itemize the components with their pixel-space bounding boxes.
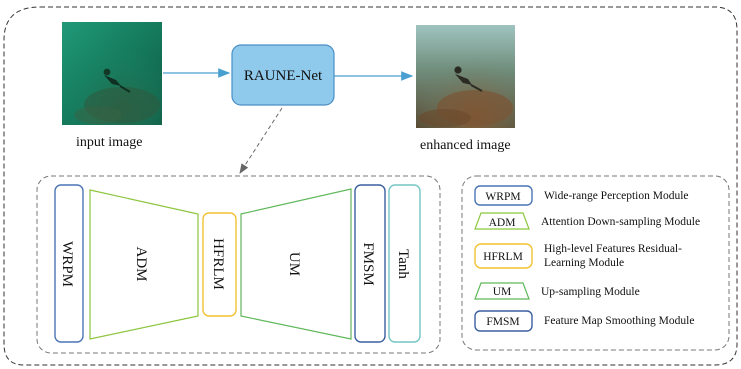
legend-swatch-wrpm xyxy=(474,185,533,206)
legend-swatch-fmsm xyxy=(474,310,533,332)
legend-desc-adm: Attention Down-sampling Module xyxy=(541,216,701,228)
legend-desc-wrpm: Wide-range Perception Module xyxy=(544,190,689,202)
block-um xyxy=(240,188,352,340)
expand-arrow xyxy=(239,107,283,174)
legend-swatch-adm xyxy=(474,212,530,230)
architecture-frame xyxy=(36,175,441,354)
legend-abbr-fmsm: FMSM xyxy=(486,316,519,328)
label-tanh: Tanh xyxy=(395,249,411,279)
legend-abbr-wrpm: WRPM xyxy=(485,191,520,203)
enhanced-image xyxy=(416,25,515,128)
outer-frame xyxy=(3,6,738,366)
label-adm: ADM xyxy=(133,246,149,281)
raune-net-box: RAUNE-Net xyxy=(231,44,335,106)
legend-desc-hfrlm: High-level Features Residual-Learning Mo… xyxy=(544,243,682,269)
label-wrpm: WRPM xyxy=(59,241,75,287)
legend-desc-fmsm: Feature Map Smoothing Module xyxy=(544,315,695,327)
block-tanh xyxy=(388,184,421,343)
legend-swatch-hfrlm xyxy=(474,243,533,269)
block-fmsm xyxy=(354,184,386,343)
block-adm xyxy=(89,189,199,340)
input-caption: input image xyxy=(76,135,143,150)
label-um: UM xyxy=(286,252,302,276)
legend-frame xyxy=(461,175,730,351)
network-label: RAUNE-Net xyxy=(244,68,323,84)
block-hfrlm xyxy=(202,212,237,317)
block-wrpm xyxy=(54,184,84,343)
legend-abbr-adm: ADM xyxy=(489,217,516,229)
output-caption: enhanced image xyxy=(420,138,511,153)
legend-abbr-um: UM xyxy=(493,286,512,298)
label-fmsm: FMSM xyxy=(360,242,376,285)
label-hfrlm: HFRLM xyxy=(210,238,226,290)
legend-swatch-um xyxy=(474,282,530,300)
legend-desc-um: Up-sampling Module xyxy=(541,286,640,298)
legend-abbr-hfrlm: HFRLM xyxy=(483,251,523,263)
input-image xyxy=(62,22,162,125)
